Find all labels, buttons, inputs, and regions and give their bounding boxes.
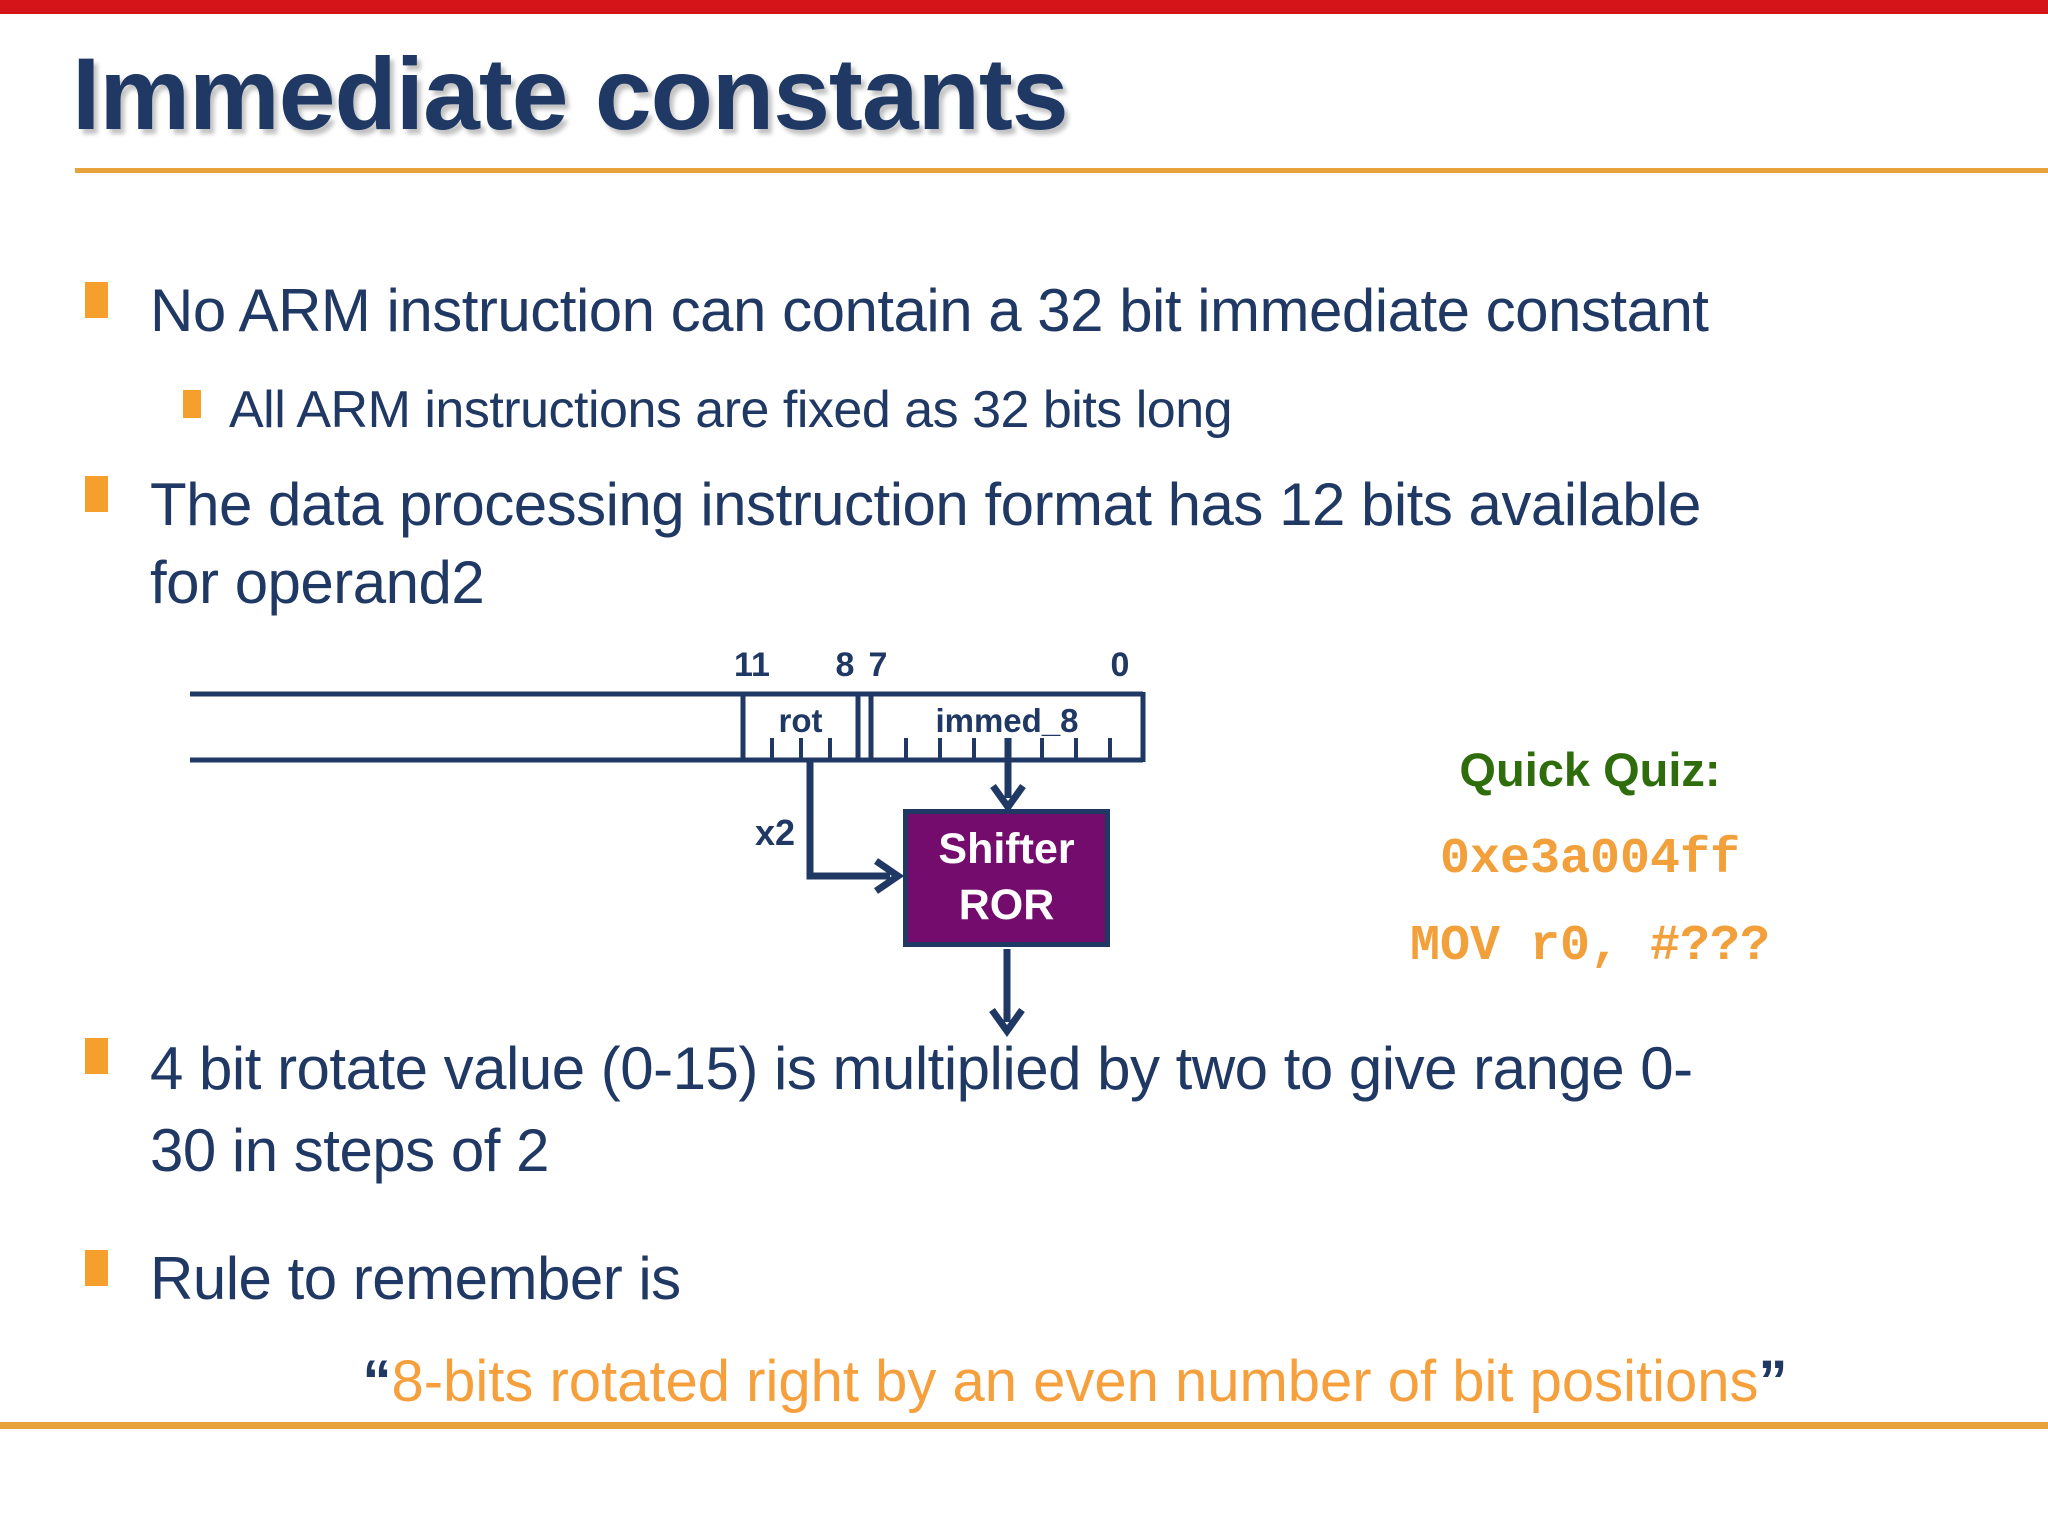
bullet-square-icon <box>85 282 108 318</box>
bottom-divider <box>0 1422 2048 1429</box>
quiz-heading: Quick Quiz: <box>1459 743 1721 796</box>
output-arrowhead-icon <box>989 1007 1025 1038</box>
page-title: Immediate constants <box>72 37 1069 151</box>
bit-label-8: 8 <box>835 646 855 684</box>
bullet-item: No ARM instruction can contain a 32 bit … <box>85 272 1709 350</box>
bullet-text: 4 bit rotate value (0-15) is multiplied … <box>150 1035 1693 1185</box>
quote-text: 8-bits rotated right by an even number o… <box>391 1349 1759 1414</box>
shifter-ror-box: Shifter ROR <box>903 809 1110 947</box>
quiz-code-line1: 0xe3a004ff <box>1439 831 1741 888</box>
rot-arrowhead-icon <box>874 858 905 894</box>
rule-quote: “8-bits rotated right by an even number … <box>160 1348 1990 1415</box>
rot-field-label: rot <box>778 702 823 739</box>
register-diagram <box>190 691 1146 1038</box>
bullet-item: 4 bit rotate value (0-15) is multiplied … <box>85 1028 1693 1192</box>
top-red-bar <box>0 0 2048 14</box>
bit-label-11: 11 <box>734 646 770 684</box>
immed8-bit-ticks <box>904 738 1112 758</box>
immed8-arrowhead-icon <box>990 783 1026 814</box>
bullet-square-icon <box>183 390 201 418</box>
sub-bullet-item: All ARM instructions are fixed as 32 bit… <box>183 380 1233 440</box>
bullet-item: Rule to remember is <box>85 1240 681 1318</box>
rot-bit-ticks <box>770 738 832 758</box>
immed8-field-label: immed_8 <box>935 702 1079 739</box>
bullet-text: The data processing instruction format h… <box>150 471 1701 616</box>
shifter-label-line2: ROR <box>958 881 1055 929</box>
title-underline <box>75 168 2048 173</box>
rot-elbow-arrow <box>806 760 890 880</box>
x2-label: x2 <box>754 812 795 853</box>
bullet-square-icon <box>85 1038 108 1074</box>
bullet-square-icon <box>85 476 108 512</box>
quote-close-mark: ” <box>1758 1349 1788 1414</box>
bit-label-7: 7 <box>868 646 888 684</box>
bit-label-0: 0 <box>1110 646 1130 684</box>
bullet-text: No ARM instruction can contain a 32 bit … <box>150 277 1709 344</box>
bullet-text: Rule to remember is <box>150 1245 681 1312</box>
bullet-item: The data processing instruction format h… <box>85 466 1701 622</box>
bullet-square-icon <box>85 1250 108 1286</box>
quote-open-mark: “ <box>362 1349 392 1414</box>
sub-bullet-text: All ARM instructions are fixed as 32 bit… <box>229 381 1233 439</box>
shifter-label-line1: Shifter <box>938 825 1075 874</box>
quiz-code-line2: MOV r0, #??? <box>1409 918 1771 975</box>
